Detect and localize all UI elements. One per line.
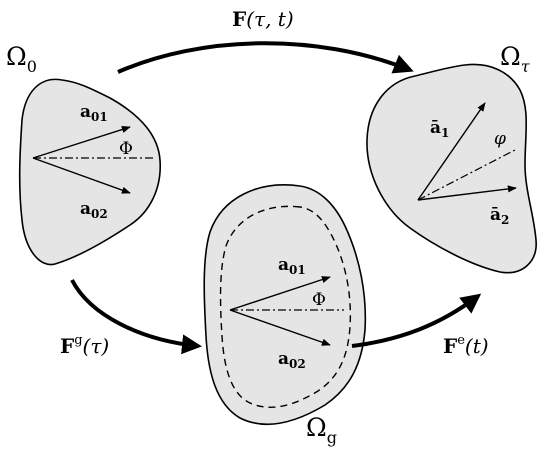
grown-a01-arrow xyxy=(229,276,331,311)
reference-body xyxy=(18,78,161,266)
grown-domain-label: Ωg xyxy=(306,413,337,447)
grown-angle-label: Φ xyxy=(312,290,326,310)
grown-a02-label: a02 xyxy=(278,349,306,371)
current-domain-label: Ωτ xyxy=(500,42,531,76)
current-angle-label: φ xyxy=(494,129,506,149)
total-map-label: F(τ, t) xyxy=(232,7,294,31)
grown-a02-arrow xyxy=(229,309,331,346)
elastic-map-arrow xyxy=(351,293,482,348)
ref-angle-label: Φ xyxy=(119,139,133,159)
cur-a1-arrow xyxy=(417,102,486,201)
total-map-arrow xyxy=(117,41,414,74)
growth-map-arrow xyxy=(70,279,202,355)
reference-domain-label: Ω0 xyxy=(6,42,37,76)
cur-reference-axis xyxy=(417,149,516,201)
grown-a01-label: a01 xyxy=(278,255,306,277)
reference-body-shape xyxy=(18,78,161,266)
ref-a01-arrow xyxy=(32,126,131,159)
grown-body xyxy=(203,184,367,426)
ref-a01-label: a01 xyxy=(80,102,108,124)
cur-a2-label: ā2 xyxy=(490,205,509,227)
ref-a02-arrow xyxy=(32,157,131,194)
current-body-shape xyxy=(366,63,537,274)
ref-a02-label: a02 xyxy=(80,199,108,221)
growth-map-label: Fg(τ) xyxy=(60,333,109,358)
elastic-map-label: Fe(t) xyxy=(443,333,489,358)
cur-a1-label: ā1 xyxy=(430,118,449,140)
grown-body-shape xyxy=(203,184,367,426)
cur-a2-arrow xyxy=(417,185,517,201)
current-body xyxy=(366,63,537,274)
